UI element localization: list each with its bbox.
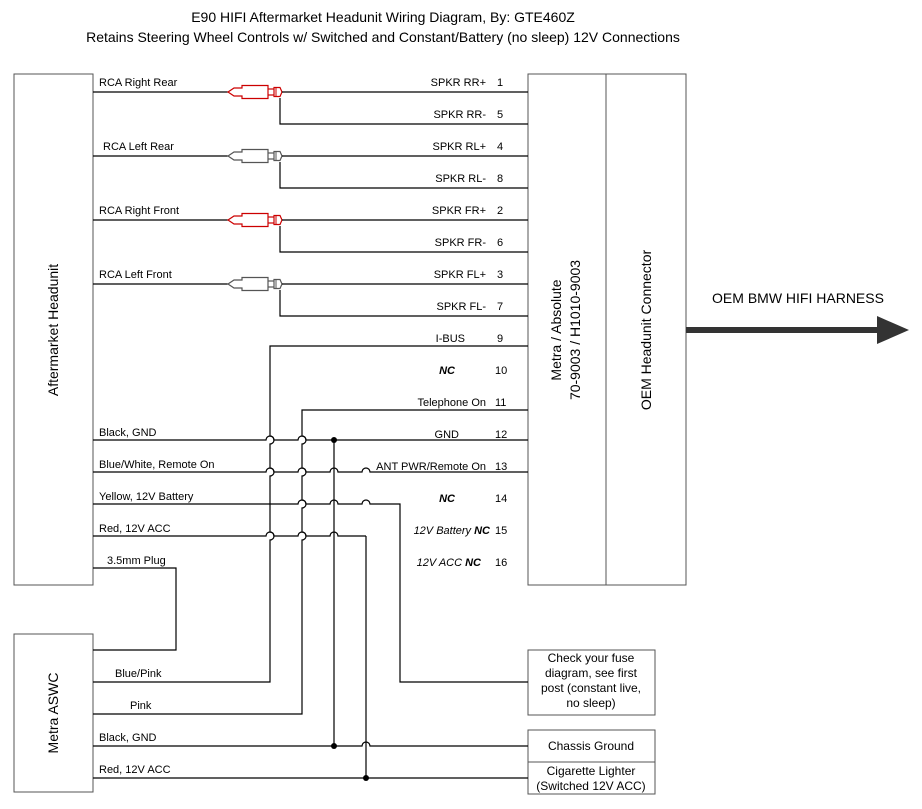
headunit-label: Aftermarket Headunit [45, 264, 61, 396]
harness-arrow-head [877, 316, 909, 344]
label-aswc-blue-pink: Blue/Pink [115, 668, 162, 680]
pin-num-7: 7 [497, 301, 503, 313]
pin-label-11: Telephone On [418, 397, 487, 409]
wire-spkr-fl-neg [279, 290, 528, 317]
pin-label-3: SPKR FL+ [434, 269, 486, 281]
pin-num-9: 9 [497, 333, 503, 345]
oem-connector-box [605, 73, 687, 586]
pin-num-5: 5 [497, 109, 503, 121]
fuse-note-line-4: no sleep) [566, 696, 615, 710]
pin-num-15: 15 [495, 525, 507, 537]
rca-plug-left-front [227, 276, 283, 292]
pin-label-16: 12V ACC NC [417, 557, 482, 569]
label-yellow-battery: Yellow, 12V Battery [99, 491, 194, 503]
pin-label-14: NC [439, 493, 456, 505]
label-rca-left-front: RCA Left Front [99, 269, 172, 281]
pin-label-9: I-BUS [436, 333, 465, 345]
wire-12v-battery [93, 499, 528, 683]
rca-plug-left-rear [227, 148, 283, 164]
chassis-ground-label: Chassis Ground [548, 739, 634, 753]
wire-gnd-headunit [93, 435, 528, 441]
pin-num-8: 8 [497, 173, 503, 185]
label-black-gnd: Black, GND [99, 427, 157, 439]
pin-label-4: SPKR RL+ [433, 141, 487, 153]
pin-num-4: 4 [497, 141, 503, 153]
harness-label: OEM BMW HIFI HARNESS [712, 290, 884, 306]
wire-aswc-gnd [93, 741, 528, 747]
wire-spkr-fr-neg [279, 226, 528, 253]
pin-label-6: SPKR FR- [435, 237, 487, 249]
pin-num-3: 3 [497, 269, 503, 281]
wire-35mm-plug [93, 567, 177, 651]
pin-label-15: 12V Battery NC [414, 525, 491, 537]
pin-num-11: 11 [495, 397, 506, 409]
pin-num-12: 12 [495, 429, 507, 441]
label-red-acc: Red, 12V ACC [99, 523, 171, 535]
metra-label-1: Metra / Absolute [548, 279, 564, 380]
label-rca-right-rear: RCA Right Rear [99, 77, 178, 89]
rca-plug-right-rear [227, 84, 283, 100]
wire-spkr-rr-neg [279, 98, 528, 125]
pin-num-13: 13 [495, 461, 507, 473]
pin-num-6: 6 [497, 237, 503, 249]
label-aswc-black-gnd: Black, GND [99, 732, 157, 744]
title-line-1: E90 HIFI Aftermarket Headunit Wiring Dia… [191, 9, 575, 25]
pin-num-1: 1 [497, 77, 503, 89]
pin-num-14: 14 [495, 493, 507, 505]
pin-label-7: SPKR FL- [436, 301, 486, 313]
wire-remote-on [93, 467, 528, 473]
title-line-2: Retains Steering Wheel Controls w/ Switc… [86, 29, 680, 45]
pin-num-2: 2 [497, 205, 503, 217]
fuse-note-line-2: diagram, see first [545, 666, 638, 680]
aswc-label: Metra ASWC [45, 673, 61, 754]
aswc-box [13, 633, 94, 793]
label-blue-white-remote: Blue/White, Remote On [99, 459, 215, 471]
headunit-box [13, 73, 94, 586]
junction-gnd-top [331, 437, 337, 443]
cig-lighter-line-2: (Switched 12V ACC) [536, 779, 645, 793]
pin-label-2: SPKR FR+ [432, 205, 486, 217]
pin-label-12: GND [435, 429, 460, 441]
label-rca-left-rear: RCA Left Rear [103, 141, 174, 153]
rca-plug-right-front [227, 212, 283, 228]
label-rca-right-front: RCA Right Front [99, 205, 179, 217]
pin-label-8: SPKR RL- [435, 173, 486, 185]
chassis-ground-box [527, 729, 656, 763]
metra-adapter-box [527, 73, 607, 586]
wire-spkr-rl-neg [279, 162, 528, 189]
fuse-note-box [527, 649, 656, 716]
label-35mm-plug: 3.5mm Plug [107, 555, 166, 567]
pin-label-13: ANT PWR/Remote On [376, 461, 486, 473]
metra-label-2: 70-9003 / H1010-9003 [567, 260, 583, 400]
cig-lighter-line-1: Cigarette Lighter [547, 764, 636, 778]
fuse-note-line-1: Check your fuse [548, 651, 635, 665]
pin-num-16: 16 [495, 557, 507, 569]
oem-connector-label: OEM Headunit Connector [638, 250, 654, 411]
fuse-note-line-3: post (constant live, [541, 681, 641, 695]
label-aswc-pink: Pink [130, 700, 152, 712]
pin-label-5: SPKR RR- [433, 109, 486, 121]
label-aswc-red-acc: Red, 12V ACC [99, 764, 171, 776]
pin-num-10: 10 [495, 365, 507, 377]
pin-label-1: SPKR RR+ [431, 77, 486, 89]
pin-label-10: NC [439, 365, 456, 377]
